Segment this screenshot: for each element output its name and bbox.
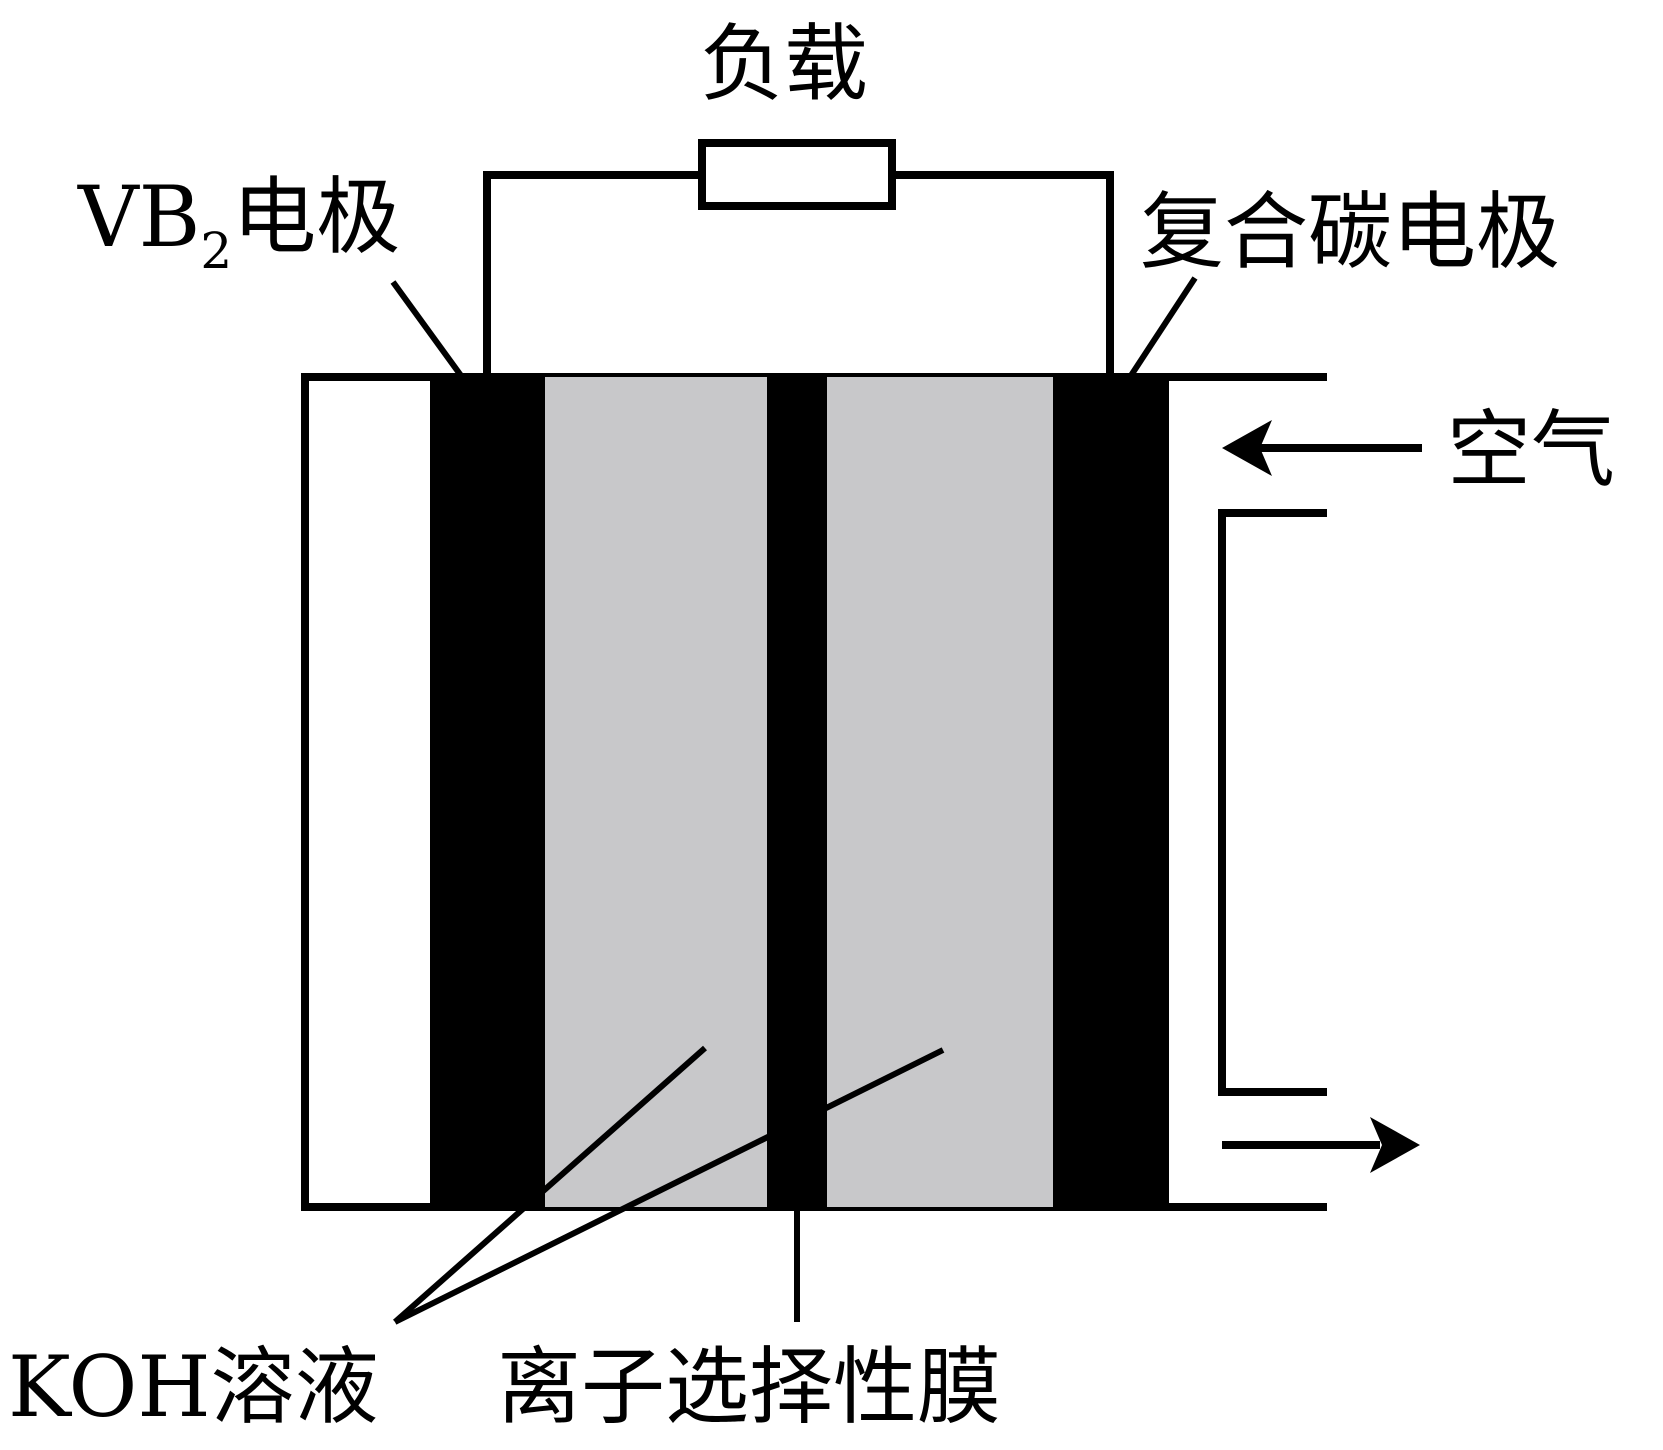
air-label: 空气 bbox=[1447, 401, 1616, 499]
vb2-electrode-label: VB2电极 bbox=[78, 175, 400, 276]
carbon-leader-line bbox=[1127, 276, 1198, 379]
membrane-label: 离子选择性膜 bbox=[497, 1338, 1002, 1436]
carbon-electrode-label: 复合碳电极 bbox=[1140, 183, 1561, 281]
vb2-subscript: 2 bbox=[200, 222, 233, 280]
vb2-tail: 电极 bbox=[232, 168, 401, 266]
load-label: 负载 bbox=[700, 15, 869, 113]
koh-leader-line-left bbox=[393, 1045, 707, 1325]
koh-leader-line-right bbox=[393, 1047, 945, 1325]
vb2-electrode bbox=[430, 377, 545, 1207]
load-resistor bbox=[698, 139, 896, 210]
koh-solution-left bbox=[545, 377, 767, 1207]
air-channel-baffle bbox=[1218, 509, 1327, 1096]
koh-solution-right bbox=[827, 377, 1053, 1207]
vb2-leader-line bbox=[390, 280, 465, 379]
air-inlet-arrowhead bbox=[1222, 420, 1272, 476]
vb2-base: VB bbox=[78, 168, 201, 266]
air-outlet-arrowhead bbox=[1370, 1117, 1420, 1173]
koh-label: KOH溶液 bbox=[8, 1338, 379, 1436]
ion-selective-membrane bbox=[767, 377, 827, 1207]
carbon-electrode bbox=[1053, 377, 1168, 1207]
